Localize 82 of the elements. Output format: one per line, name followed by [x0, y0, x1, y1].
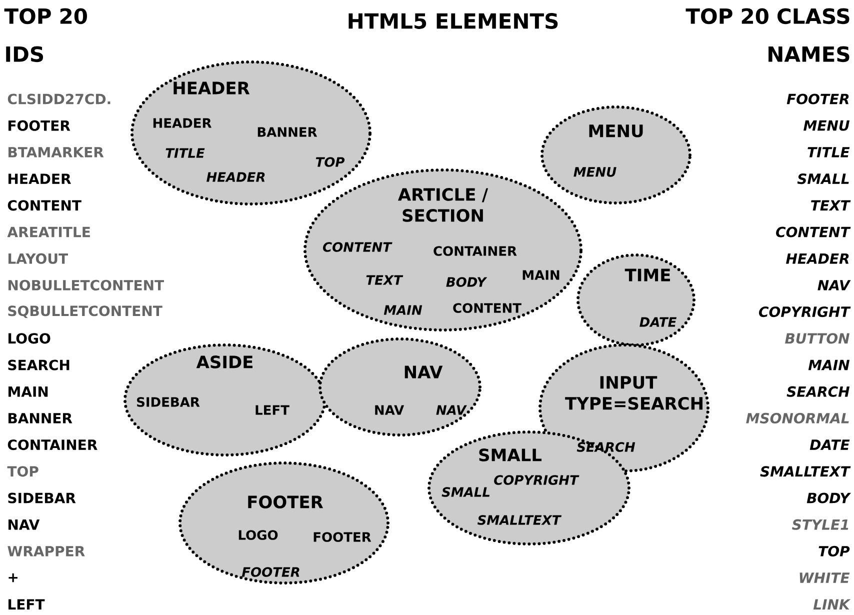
class-name: BUTTON	[785, 333, 850, 344]
class-name: MAIN	[384, 305, 422, 315]
class-name: CONTAINER	[434, 246, 517, 256]
class-name: BODY	[806, 492, 851, 504]
id-name: SQBULLETCONTENT	[8, 306, 162, 318]
id-name: CONTENT	[8, 200, 82, 211]
element-bubble	[540, 106, 692, 204]
id-name: +	[8, 573, 18, 582]
element-name: INPUT TYPE=SEARCH	[565, 376, 702, 410]
id-name: HEADER	[8, 174, 72, 184]
id-name: CLSIDD27CD.	[8, 94, 110, 104]
class-name: NAV	[375, 405, 404, 415]
class-name: COPYRIGHT	[758, 306, 851, 318]
class-name: MAIN	[522, 270, 560, 280]
id-name: LAYOUT	[8, 253, 68, 264]
id-name: LOGO	[8, 333, 50, 344]
element-name: ARTICLE / SECTION	[398, 188, 488, 222]
class-name: STYLE1	[792, 519, 848, 530]
class-name: TITLE	[166, 148, 205, 158]
element-bubble	[124, 344, 326, 456]
class-name: TOP	[818, 546, 850, 556]
id-name: TOP	[7, 466, 38, 477]
id-name: WRAPPER	[8, 546, 85, 556]
column-heading: TOP 20 CLASS NAMES	[686, 8, 850, 62]
element-name: TIME	[624, 268, 670, 282]
class-name: TEXT	[811, 200, 851, 210]
element-bubble	[318, 338, 482, 436]
class-name: MENU	[574, 167, 616, 177]
id-name: NAV	[8, 519, 40, 530]
class-name: FOOTER	[314, 532, 372, 542]
class-name: SMALL	[797, 174, 849, 184]
class-name: SEARCH	[786, 386, 850, 397]
class-name: TEXT	[366, 275, 404, 285]
id-name: BANNER	[8, 413, 72, 424]
element-name: HEADER	[174, 82, 250, 94]
class-name: FOOTER	[242, 567, 300, 577]
class-name: LEFT	[256, 405, 290, 415]
class-name: NAV	[436, 405, 467, 415]
class-name: TITLE	[808, 147, 850, 158]
class-name: LINK	[813, 599, 851, 610]
element-name: NAV	[404, 366, 443, 378]
column-heading: TOP 20 IDS	[4, 8, 87, 62]
class-name: LOGO	[238, 530, 278, 540]
id-name: SIDEBAR	[8, 492, 76, 504]
element-name: MENU	[589, 124, 643, 138]
id-name: NOBULLETCONTENT	[8, 280, 164, 290]
class-name: DATE	[640, 317, 676, 327]
title: HTML5 ELEMENTS	[348, 13, 558, 29]
element-name: FOOTER	[248, 496, 324, 508]
class-name: HEADER	[786, 254, 849, 264]
element-bubble	[576, 254, 696, 346]
class-name: DATE	[810, 440, 850, 450]
class-name: MENU	[804, 120, 850, 131]
class-name: MSONORMAL	[746, 412, 849, 424]
class-name: CONTENT	[776, 226, 851, 238]
class-name: FOOTER	[786, 94, 849, 104]
class-name: MAIN	[808, 360, 850, 370]
class-name: SMALLTEXT	[478, 515, 562, 525]
id-name: CONTAINER	[8, 440, 98, 450]
class-name: SMALLTEXT	[760, 466, 851, 477]
id-name: SEARCH	[8, 360, 70, 370]
element-bubble	[178, 462, 390, 584]
class-name: BODY	[446, 277, 488, 287]
class-name: SIDEBAR	[137, 397, 200, 407]
id-name: BTAMARKER	[8, 147, 104, 158]
class-name: NAV	[818, 280, 851, 290]
element-bubble	[130, 60, 372, 206]
class-name: BANNER	[258, 127, 318, 137]
id-name: MAIN	[8, 386, 48, 397]
id-name: AREATITLE	[7, 226, 90, 238]
class-name: COPYRIGHT	[494, 475, 580, 485]
element-name: ASIDE	[196, 356, 252, 368]
element-name: SMALL	[479, 448, 542, 462]
class-name: HEADER	[153, 118, 212, 128]
class-name: TOP	[316, 157, 345, 167]
id-name: FOOTER	[8, 120, 70, 131]
class-name: HEADER	[206, 172, 265, 182]
class-name: WHITE	[800, 572, 850, 583]
class-name: CONTENT	[323, 242, 392, 252]
class-name: SMALL	[442, 487, 490, 497]
id-name: LEFT	[8, 599, 45, 610]
class-name: CONTENT	[453, 303, 522, 313]
